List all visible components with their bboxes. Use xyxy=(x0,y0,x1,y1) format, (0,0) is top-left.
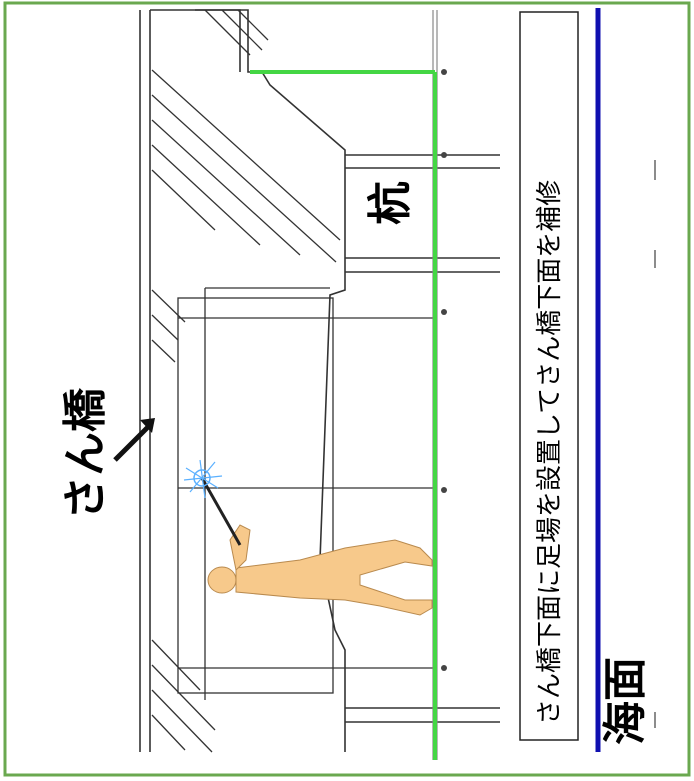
caption-box xyxy=(519,11,579,741)
caption-text: さん橋下面に足場を設置してさん橋下面を補修 xyxy=(535,180,565,725)
sea-surface xyxy=(595,8,656,752)
repair-tool xyxy=(183,459,242,546)
sea-surface-label: 海面 xyxy=(600,657,651,745)
piles xyxy=(345,154,500,723)
worker-figure xyxy=(207,524,433,616)
scaffold-frame xyxy=(177,287,435,700)
scaffold-walkway xyxy=(250,10,447,760)
pier-arrow xyxy=(113,418,155,462)
pile-label: 杭 xyxy=(365,181,416,225)
pier-label: さん橋 xyxy=(60,388,111,520)
pier-deck xyxy=(139,9,346,752)
outer-border xyxy=(3,1,691,777)
deck-hatching xyxy=(151,9,341,753)
